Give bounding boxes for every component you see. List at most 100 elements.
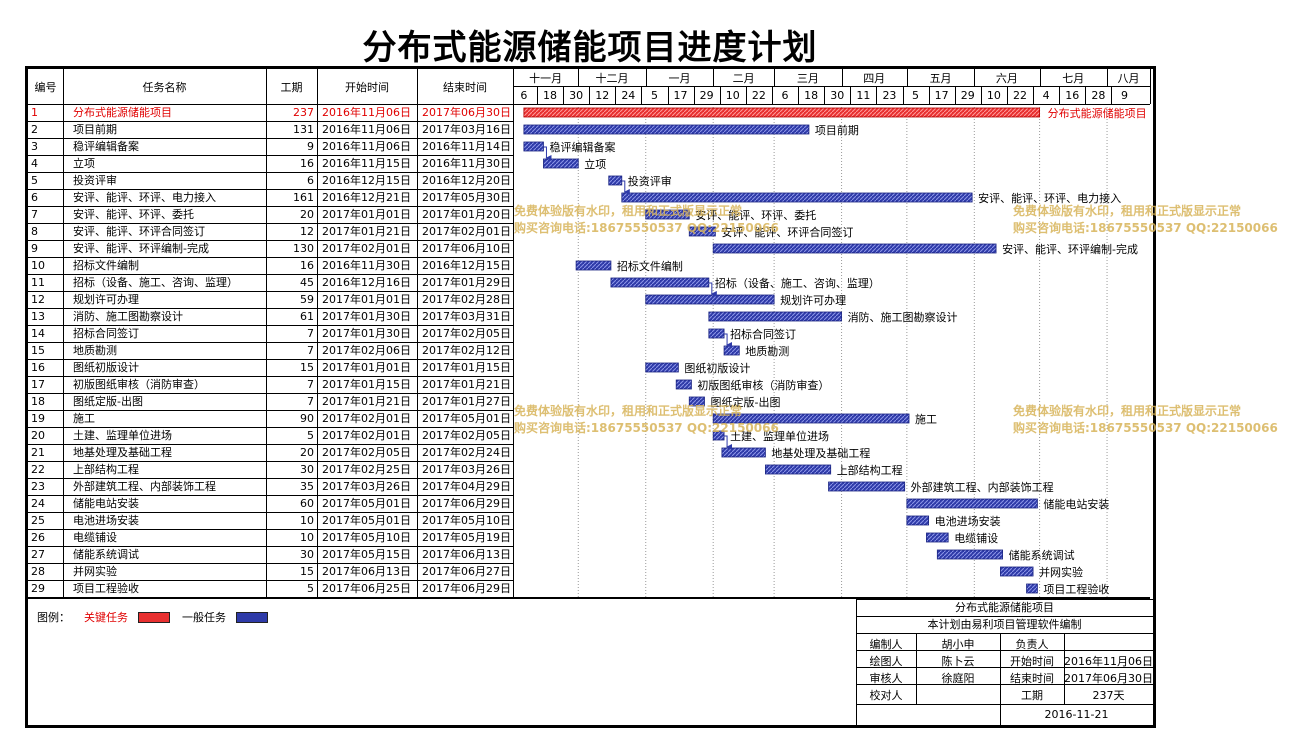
watermark-line2-lower: 购买咨询电话:18675550537 QQ:22150066 bbox=[514, 421, 779, 435]
task-id: 8 bbox=[31, 225, 38, 238]
task-name: 图纸初版设计 bbox=[73, 361, 139, 374]
task-name: 土建、监理单位进场 bbox=[73, 429, 172, 442]
task-start: 2017年01月01日 bbox=[322, 208, 411, 221]
day-tick-label: 29 bbox=[960, 88, 975, 102]
task-duration: 30 bbox=[300, 548, 314, 561]
task-duration: 161 bbox=[293, 191, 314, 204]
column-divider bbox=[266, 69, 267, 597]
watermark-line2-right: 购买咨询电话:18675550537 QQ:22150066 bbox=[1013, 221, 1278, 235]
month-divider bbox=[713, 69, 715, 86]
task-end: 2016年11月14日 bbox=[422, 140, 511, 153]
info-editor-label: 编制人 bbox=[869, 638, 903, 651]
task-end: 2017年02月28日 bbox=[422, 293, 511, 306]
task-end: 2017年04月29日 bbox=[422, 480, 511, 493]
task-name: 安评、能评、环评合同签订 bbox=[73, 225, 205, 238]
day-tick-label: 17 bbox=[673, 88, 688, 102]
task-id: 5 bbox=[31, 174, 38, 187]
row-divider bbox=[28, 189, 513, 190]
info-row-line bbox=[856, 684, 1153, 685]
month-divider bbox=[974, 69, 976, 86]
task-start: 2017年02月05日 bbox=[322, 446, 411, 459]
task-duration: 61 bbox=[300, 310, 314, 323]
row-divider bbox=[28, 325, 513, 326]
task-duration: 15 bbox=[300, 565, 314, 578]
watermark-line2-lower-right: 购买咨询电话:18675550537 QQ:22150066 bbox=[1013, 421, 1278, 435]
task-name: 安评、能评、环评、委托 bbox=[73, 208, 194, 221]
legend-normal-label: 一般任务 bbox=[182, 611, 226, 624]
task-name: 上部结构工程 bbox=[73, 463, 139, 476]
month-divider bbox=[1107, 69, 1109, 86]
month-label: 八月 bbox=[1117, 71, 1140, 85]
day-divider bbox=[954, 86, 956, 104]
day-divider bbox=[667, 86, 669, 104]
info-left-line bbox=[856, 599, 857, 725]
task-id: 22 bbox=[31, 463, 45, 476]
task-duration: 30 bbox=[300, 463, 314, 476]
task-duration: 59 bbox=[300, 293, 314, 306]
month-divider bbox=[906, 69, 908, 86]
task-name: 投资评审 bbox=[73, 174, 117, 187]
task-duration: 20 bbox=[300, 208, 314, 221]
task-start: 2016年11月30日 bbox=[322, 259, 411, 272]
task-duration: 20 bbox=[300, 446, 314, 459]
month-divider bbox=[1039, 69, 1041, 86]
day-divider bbox=[980, 86, 982, 104]
task-end: 2017年01月27日 bbox=[422, 395, 511, 408]
row-divider bbox=[28, 291, 513, 292]
task-id: 14 bbox=[31, 327, 45, 340]
task-id: 28 bbox=[31, 565, 45, 578]
task-duration: 16 bbox=[300, 259, 314, 272]
task-end: 2017年03月31日 bbox=[422, 310, 511, 323]
month-label: 十二月 bbox=[595, 71, 629, 85]
info-duration-label: 工期 bbox=[1021, 689, 1043, 702]
gantt-frame bbox=[25, 66, 1156, 728]
info-row-line bbox=[856, 616, 1153, 617]
task-id: 4 bbox=[31, 157, 38, 170]
task-end: 2017年01月21日 bbox=[422, 378, 511, 391]
header-start: 开始时间 bbox=[345, 80, 389, 94]
info-end: 2017年06月30日 bbox=[1064, 672, 1153, 685]
month-label: 三月 bbox=[796, 71, 819, 85]
row-divider bbox=[28, 206, 513, 207]
task-end: 2017年03月16日 bbox=[422, 123, 511, 136]
task-start: 2017年02月01日 bbox=[322, 412, 411, 425]
day-tick-label: 6 bbox=[520, 88, 528, 102]
task-start: 2017年01月21日 bbox=[322, 395, 411, 408]
task-end: 2017年06月30日 bbox=[422, 106, 511, 119]
task-id: 13 bbox=[31, 310, 45, 323]
day-tick-label: 24 bbox=[621, 88, 636, 102]
header-end: 结束时间 bbox=[443, 80, 487, 94]
timeline-edge bbox=[1150, 69, 1151, 104]
task-end: 2017年01月20日 bbox=[422, 208, 511, 221]
row-divider bbox=[28, 410, 513, 411]
task-duration: 7 bbox=[307, 395, 314, 408]
task-start: 2016年12月21日 bbox=[322, 191, 411, 204]
row-divider bbox=[28, 512, 513, 513]
watermark-line1-lower-right: 免费体验版有水印，租用和正式版显示正常 bbox=[1013, 404, 1242, 418]
column-divider bbox=[317, 69, 318, 597]
day-divider bbox=[798, 86, 800, 104]
task-end: 2017年05月19日 bbox=[422, 531, 511, 544]
task-end: 2017年05月30日 bbox=[422, 191, 511, 204]
task-name: 初版图纸审核（消防审查） bbox=[73, 378, 205, 391]
legend: 图例： 关键任务 一般任务 bbox=[37, 609, 280, 625]
row-divider bbox=[28, 240, 513, 241]
task-name: 电池进场安装 bbox=[73, 514, 139, 527]
task-name: 地基处理及基础工程 bbox=[73, 446, 172, 459]
task-name: 储能电站安装 bbox=[73, 497, 139, 510]
task-id: 29 bbox=[31, 582, 45, 595]
day-divider bbox=[536, 86, 538, 104]
task-name: 图纸定版-出图 bbox=[73, 395, 143, 408]
task-start: 2017年02月06日 bbox=[322, 344, 411, 357]
table-bottom-line-2 bbox=[28, 598, 1150, 599]
info-drawer: 陈卜云 bbox=[941, 655, 975, 668]
task-end: 2017年02月01日 bbox=[422, 225, 511, 238]
info-row-line bbox=[856, 599, 1153, 600]
info-owner-label: 负责人 bbox=[1015, 638, 1049, 651]
task-name: 储能系统调试 bbox=[73, 548, 139, 561]
task-id: 26 bbox=[31, 531, 45, 544]
row-divider bbox=[28, 393, 513, 394]
task-end: 2016年12月15日 bbox=[422, 259, 511, 272]
task-start: 2017年01月30日 bbox=[322, 310, 411, 323]
day-divider bbox=[641, 86, 643, 104]
